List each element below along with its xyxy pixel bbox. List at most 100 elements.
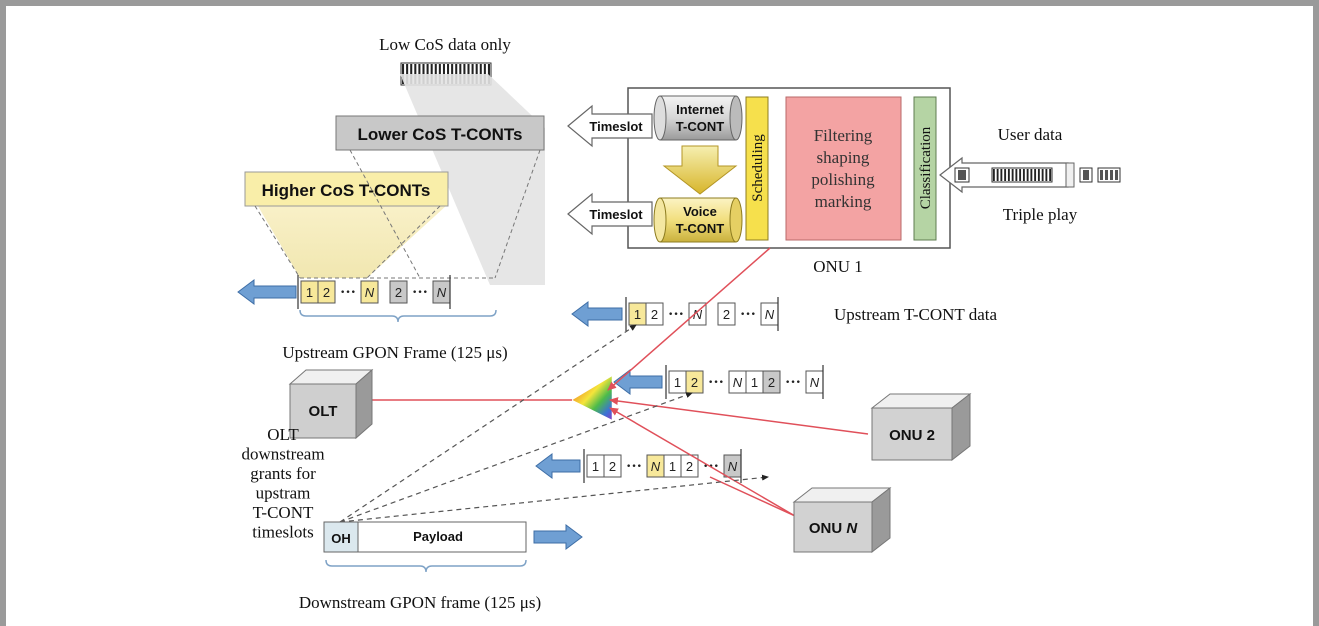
text-line: OLT <box>267 425 299 444</box>
slot-ellipsis: ··· <box>412 284 428 301</box>
olt-device <box>288 368 374 440</box>
user-data-barcode-icon <box>954 167 1121 183</box>
text-line: polishing <box>811 170 875 189</box>
slot-label: 1 <box>592 459 599 474</box>
tcont-slot <box>717 302 736 326</box>
user-data-label: User data <box>998 125 1063 144</box>
slot-label: 2 <box>395 285 402 300</box>
timeslot-label-top: Timeslot <box>589 119 643 134</box>
packet-icon <box>1083 170 1089 180</box>
barcode-bar <box>1037 169 1040 181</box>
barcode-bar <box>996 169 999 181</box>
onu2-label: ONU 2 <box>889 427 935 444</box>
blue-arrow-left-icon <box>535 453 581 479</box>
voice-tcont-label: T-CONT <box>676 221 724 236</box>
page-frame-right <box>1313 0 1319 626</box>
text-line: marking <box>815 192 872 211</box>
barcode-bar <box>1034 169 1037 181</box>
barcode-bar <box>487 64 490 84</box>
slot-label: 1 <box>674 375 681 390</box>
barcode-bar <box>1004 169 1007 181</box>
slot-label: 2 <box>686 459 693 474</box>
slot-ellipsis: ··· <box>708 374 724 391</box>
slot-label: N <box>365 285 375 300</box>
olt-label: OLT <box>309 403 338 420</box>
oh-box <box>323 521 359 553</box>
higher-cos-tconts-label: Higher CoS T-CONTs <box>262 181 431 200</box>
packet-bar <box>1100 170 1103 180</box>
barcode-bar <box>1000 169 1003 181</box>
text-line: timeslots <box>252 523 313 542</box>
text-line: Filtering <box>814 126 873 145</box>
onun-label-prefix: ONU <box>809 520 847 537</box>
slot-ellipsis: ··· <box>340 284 356 301</box>
funnel-edge <box>494 149 541 279</box>
tcont-slot <box>389 280 408 304</box>
upstream-frame-brace <box>299 309 497 323</box>
onun-label-n: N <box>846 520 858 537</box>
downstream-gpon-frame-label: Downstream GPON frame (125 μs) <box>299 593 541 612</box>
onun-label: ONU N <box>809 520 859 537</box>
packet-bar <box>1115 170 1118 180</box>
barcode-bar <box>1022 169 1025 181</box>
barcode-bar <box>1049 169 1052 181</box>
tcont-slot <box>317 280 336 304</box>
page-frame-top <box>0 0 1319 6</box>
text-line: downstream <box>241 445 324 464</box>
packet-bar <box>1105 170 1108 180</box>
blue-arrow-left-icon <box>237 279 297 305</box>
slot-ellipsis: ··· <box>740 306 756 323</box>
downstream-frame-brace <box>325 559 527 573</box>
internet-label: Internet <box>676 102 724 117</box>
slot-ellipsis: ··· <box>668 306 684 323</box>
slot-label: 1 <box>751 375 758 390</box>
slot-label: N <box>810 375 820 390</box>
slot-label: 2 <box>651 307 658 322</box>
voice-tcont-cylinder <box>653 197 743 243</box>
barcode-bar <box>1030 169 1033 181</box>
payload-box <box>357 521 527 553</box>
text-line: T-CONT <box>253 503 314 522</box>
slot-label: 1 <box>634 307 641 322</box>
higher-cos-tconts-box <box>244 171 449 207</box>
funnel-edge <box>366 205 441 279</box>
slot-ellipsis: ··· <box>785 374 801 391</box>
timeslot-arrow-icon <box>567 104 653 148</box>
onu1-label: ONU 1 <box>813 257 863 276</box>
packet-icon <box>958 170 966 180</box>
low-cos-data-label: Low CoS data only <box>379 35 511 54</box>
barcode-bar <box>992 169 995 181</box>
barcode-bar <box>1019 169 1022 181</box>
slot-label: N <box>728 459 738 474</box>
barcode-bar <box>1026 169 1029 181</box>
barcode-frame <box>991 167 1053 183</box>
voice-label: Voice <box>683 204 717 219</box>
packet-icon <box>1097 167 1121 183</box>
lower-cos-tconts-label: Lower CoS T-CONTs <box>358 125 523 144</box>
blue-arrow-left-icon <box>613 369 663 395</box>
classification-label: Classification <box>918 126 934 209</box>
onu2-fiber <box>609 397 869 435</box>
scheduling-label: Scheduling <box>750 134 766 202</box>
higher-cos-funnel <box>245 184 447 278</box>
oh-label: OH <box>331 531 351 546</box>
upstream-gpon-frame-label: Upstream GPON Frame (125 μs) <box>282 343 507 362</box>
packet-bar <box>1110 170 1113 180</box>
slot-label: 1 <box>306 285 313 300</box>
blue-arrow-left-icon <box>571 301 623 327</box>
barcode-bar <box>1011 169 1014 181</box>
funnel-edge <box>254 205 301 279</box>
tcont-slot <box>685 370 704 394</box>
tcont-slot <box>762 370 781 394</box>
onu2-device <box>870 392 972 462</box>
slot-label: 2 <box>691 375 698 390</box>
tcont-slot <box>360 280 379 304</box>
slot-label: N <box>651 459 661 474</box>
classification-box <box>913 96 937 241</box>
page-frame-left <box>0 0 6 626</box>
slot-ellipsis: ··· <box>626 458 642 475</box>
